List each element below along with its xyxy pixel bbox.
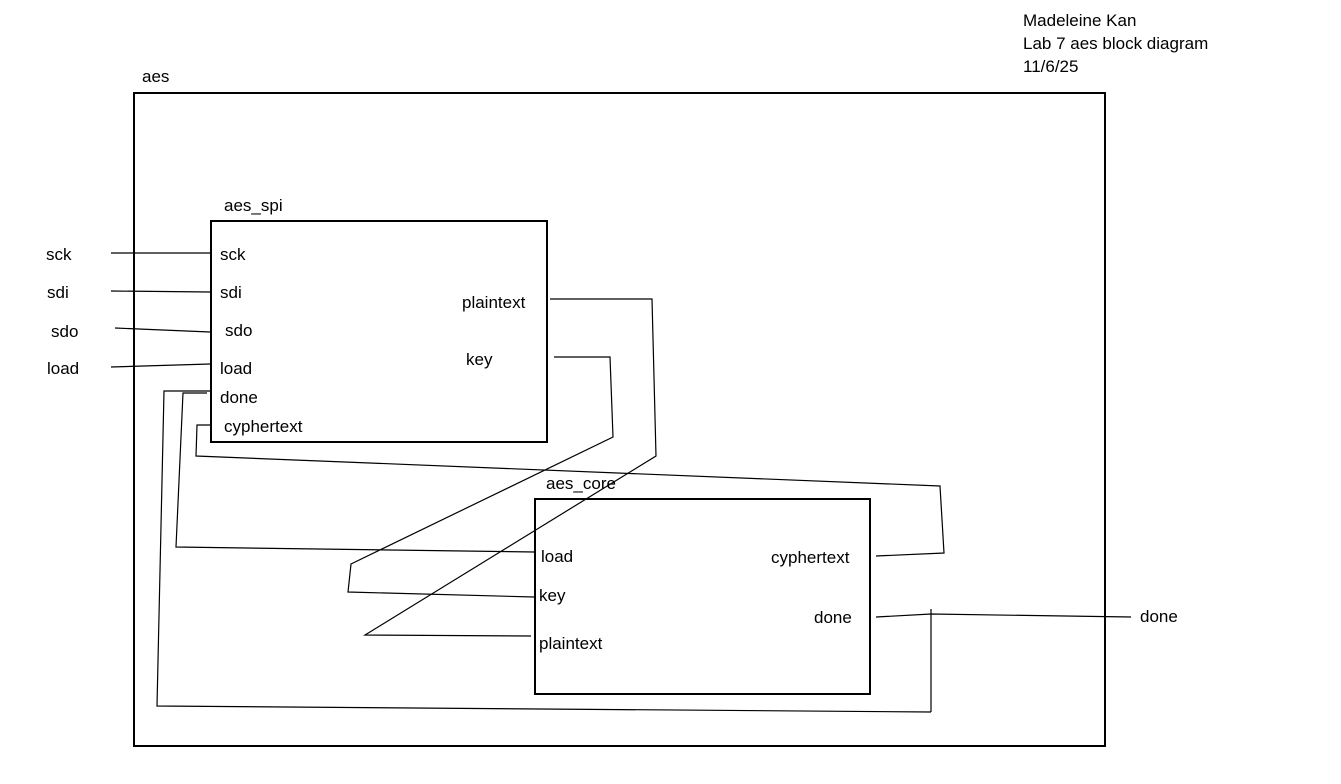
aes-core-port-plaintext: plaintext (539, 634, 603, 653)
wire-sdi (110, 290, 211, 293)
aes-core-port-key: key (539, 586, 566, 605)
aes-spi-port-sdi: sdi (220, 283, 242, 302)
aes-block-label: aes (142, 67, 169, 86)
wire-core-load (175, 392, 535, 553)
aes-block (133, 92, 1106, 747)
wire-load (110, 363, 211, 368)
aes-spi-port-key: key (466, 350, 493, 369)
input-load-label: load (47, 359, 79, 378)
wire-cyphertext (195, 424, 945, 557)
aes-spi-port-sck: sck (220, 245, 246, 264)
wire-key (347, 356, 614, 598)
output-done-label: done (1140, 607, 1178, 626)
wire-sdo (114, 327, 211, 333)
aes-core-block-label: aes_core (546, 474, 616, 493)
input-sdi-label: sdi (47, 283, 69, 302)
diagram-title: Lab 7 aes block diagram (1023, 34, 1208, 53)
input-sdo-label: sdo (51, 322, 78, 341)
wire-done-feedback (156, 390, 932, 713)
aes-spi-block-label: aes_spi (224, 196, 283, 215)
wire-plaintext (362, 298, 657, 637)
aes-spi-block (210, 220, 548, 443)
aes-core-port-load: load (541, 547, 573, 566)
diagram-date: 11/6/25 (1023, 57, 1078, 76)
aes-spi-port-plaintext: plaintext (462, 293, 526, 312)
aes-spi-port-load: load (220, 359, 252, 378)
wire-done-out (875, 613, 1132, 618)
aes-core-port-done: done (814, 608, 852, 627)
aes-spi-port-done: done (220, 388, 258, 407)
aes-core-block (534, 498, 871, 695)
aes-core-port-cyphertext: cyphertext (771, 548, 850, 567)
author-name: Madeleine Kan (1023, 11, 1136, 30)
aes-spi-port-sdo: sdo (225, 321, 252, 340)
aes-spi-port-cyphertext: cyphertext (224, 417, 303, 436)
input-sck-label: sck (46, 245, 72, 264)
